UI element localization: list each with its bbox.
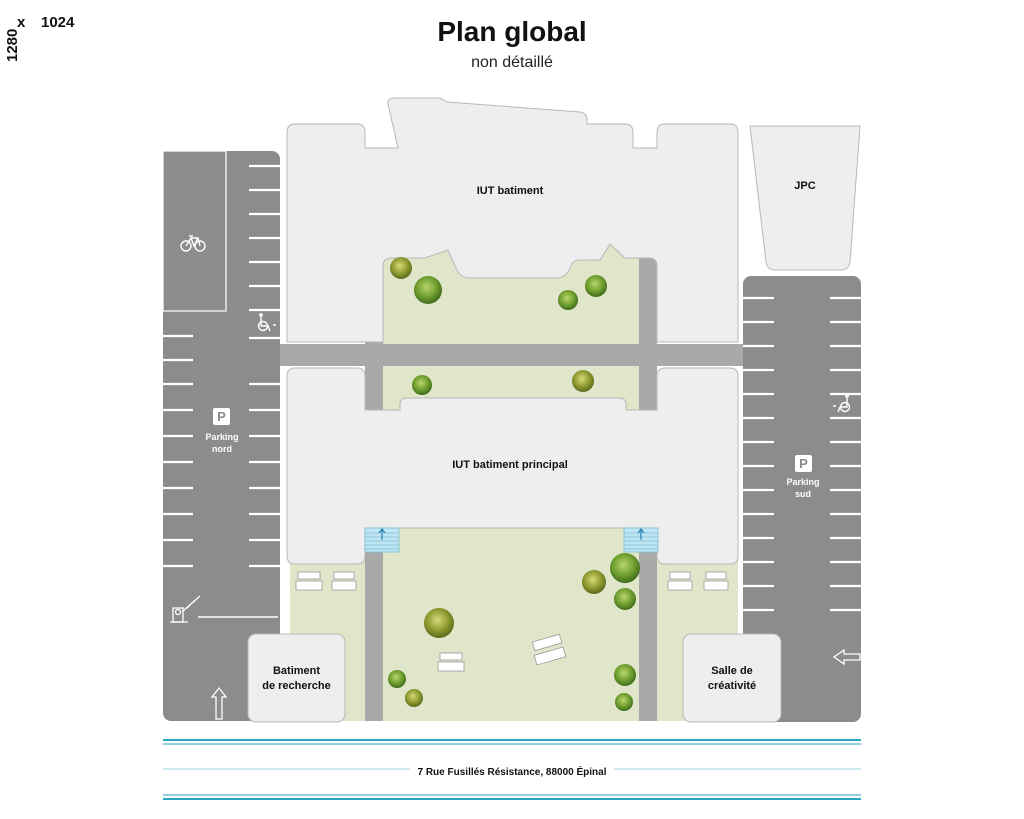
dimension-width: 1024 <box>41 14 75 31</box>
entry-arrow-icon <box>210 686 228 720</box>
dimension-x-symbol: x <box>17 14 26 31</box>
tree-icon <box>572 370 594 392</box>
path-east-lower <box>639 528 657 721</box>
tree-icon <box>424 608 454 638</box>
iut-building-label: IUT batiment <box>476 185 544 197</box>
jpc-building[interactable] <box>749 125 861 271</box>
parking-south-label: Parking sud <box>786 477 820 499</box>
central-walkway[interactable] <box>280 344 743 366</box>
barrier-gate-icon <box>170 595 201 623</box>
iut-building[interactable] <box>286 97 739 343</box>
parking-icon: P <box>795 455 812 472</box>
tree-icon <box>390 257 412 279</box>
street-address: 7 Rue Fusillés Résistance, 88000 Épinal <box>0 762 1024 780</box>
wheelchair-icon <box>833 394 851 413</box>
tree-icon <box>412 375 432 395</box>
path-east-upper <box>639 244 657 410</box>
tree-icon <box>388 670 406 688</box>
tree-icon <box>615 693 633 711</box>
street-address-text: 7 Rue Fusillés Résistance, 88000 Épinal <box>409 767 615 778</box>
creativity-room-label: Salle de créativité <box>707 665 757 692</box>
parking-north-label: Parking nord <box>205 432 239 454</box>
parking-south-stripes <box>743 296 861 612</box>
page-title: Plan global <box>437 16 587 47</box>
stairs-icon <box>364 527 400 553</box>
tree-icon <box>610 553 640 583</box>
creativity-room-building[interactable] <box>682 633 782 723</box>
tree-icon <box>614 588 636 610</box>
page-subtitle: non détaillé <box>471 54 553 71</box>
tree-icon <box>414 276 442 304</box>
stairs-icon <box>623 527 659 553</box>
parking-icon: P <box>213 408 230 425</box>
tree-icon <box>585 275 607 297</box>
entry-arrow-icon <box>832 648 861 666</box>
bike-parking-area[interactable] <box>162 150 227 312</box>
tree-icon <box>614 664 636 686</box>
tree-icon <box>558 290 578 310</box>
path-west-lower <box>365 528 383 721</box>
iut-main-building[interactable] <box>286 367 739 565</box>
tree-icon <box>405 689 423 707</box>
tree-icon <box>582 570 606 594</box>
research-building-label: Batiment de recherche <box>262 665 331 692</box>
research-building[interactable] <box>247 633 346 723</box>
trees <box>388 257 640 711</box>
bicycle-icon <box>180 235 206 252</box>
jpc-building-label: JPC <box>794 180 816 192</box>
parking-north-stripes <box>163 164 280 618</box>
iut-main-building-label: IUT batiment principal <box>452 459 568 471</box>
picnic-table-icon <box>295 571 729 672</box>
wheelchair-icon <box>257 313 276 332</box>
